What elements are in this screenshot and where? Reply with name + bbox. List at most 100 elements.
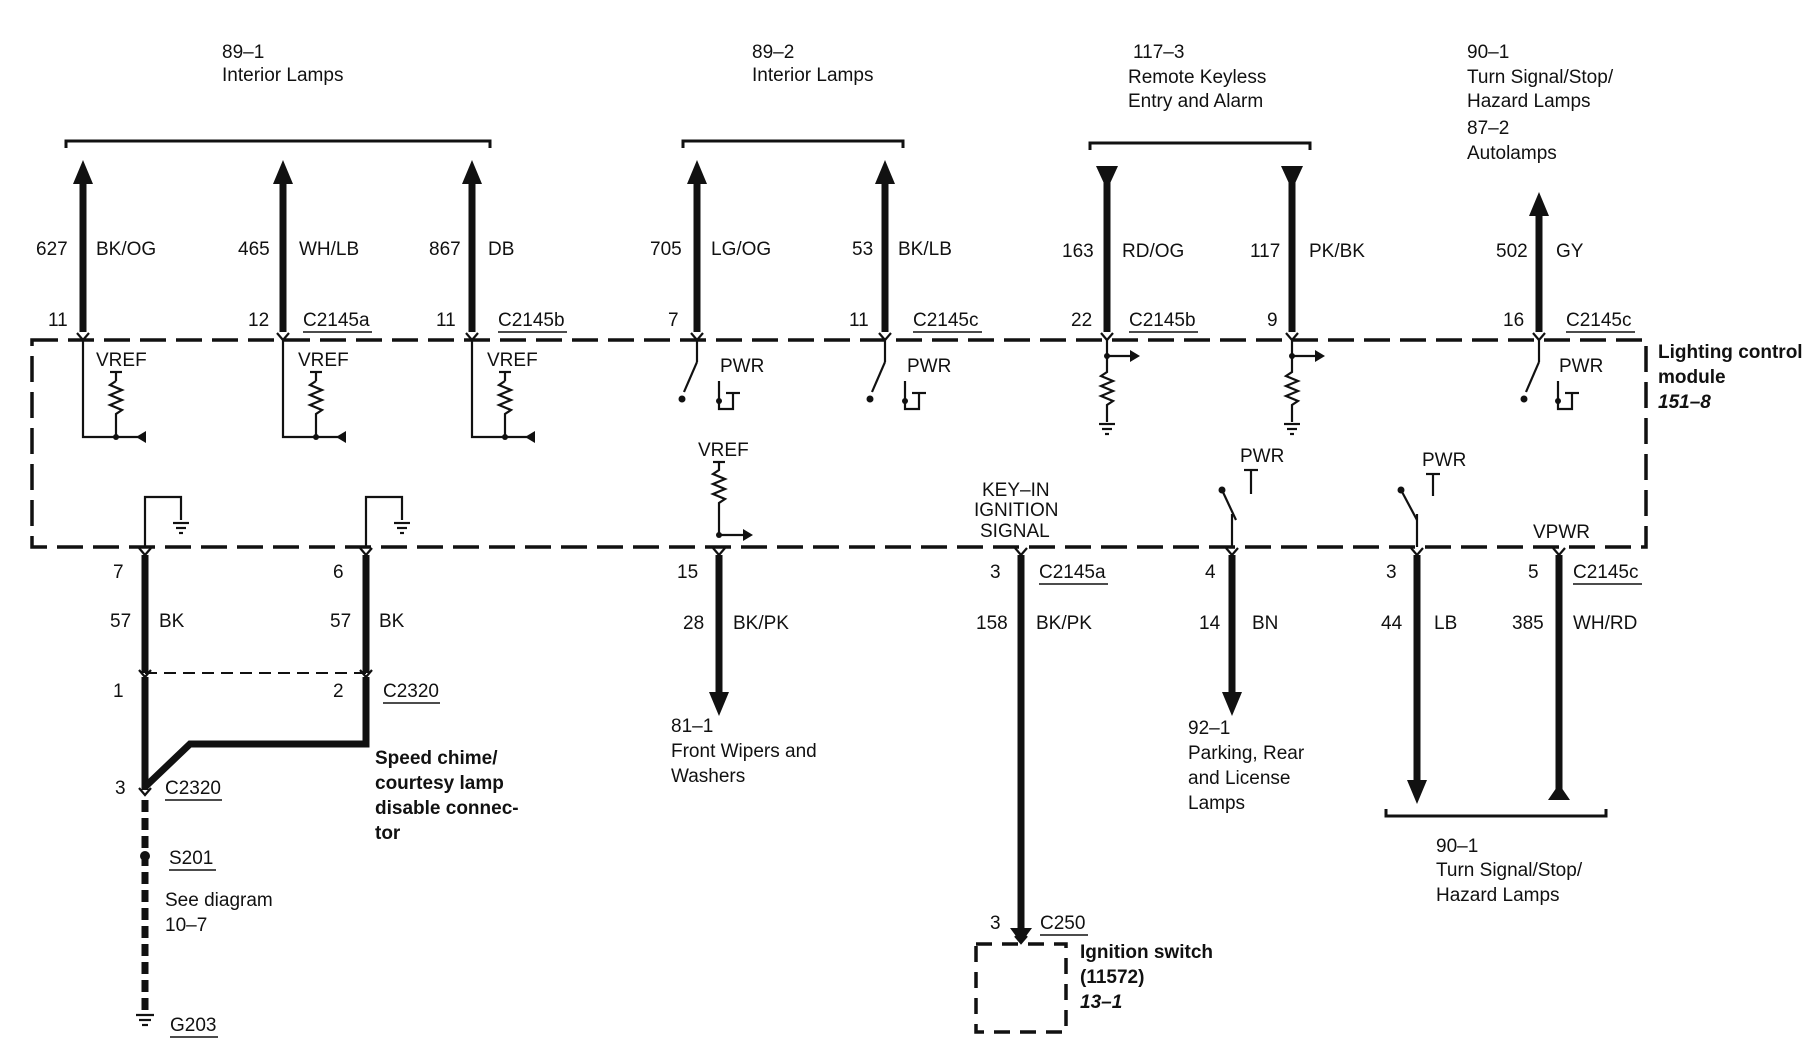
connector-id: C2145a xyxy=(303,310,370,331)
destination-keyless-entry: 117–3 Remote Keyless Entry and Alarm xyxy=(1088,42,1312,150)
pin-number: 6 xyxy=(333,562,344,583)
ground-id: G203 xyxy=(170,1015,216,1036)
vref-label: VREF xyxy=(96,350,147,371)
switch-blade xyxy=(1400,489,1418,521)
ignition-switch-page-ref: 13–1 xyxy=(1080,992,1122,1013)
pin-marker xyxy=(1100,332,1114,342)
circuit-number: 465 xyxy=(238,239,270,260)
pwr-label: PWR xyxy=(1422,450,1466,471)
key-in-label: KEY–IN IGNITION SIGNAL xyxy=(974,480,1058,542)
see-diagram: 10–7 xyxy=(165,915,207,936)
circuit-number: 14 xyxy=(1199,613,1221,634)
circuit-number: 158 xyxy=(976,613,1008,634)
destination-name: Parking, Rear xyxy=(1188,743,1305,764)
arrow-up-icon xyxy=(1529,192,1549,216)
connector-id: C2320 xyxy=(383,681,439,702)
wire-color: BN xyxy=(1252,613,1278,634)
arrow-in-icon xyxy=(1548,784,1570,800)
ignition-switch-name: Ignition switch xyxy=(1080,942,1213,963)
ground-path: S201 See diagram 10–7 G203 xyxy=(136,800,273,1038)
internal-line xyxy=(81,340,145,439)
circuit-number: 57 xyxy=(110,611,131,632)
circuit-number: 57 xyxy=(330,611,351,632)
pin-number: 7 xyxy=(113,562,124,583)
destination-interior-lamps-1: 89–1 Interior Lamps xyxy=(64,42,492,148)
pin-number: 4 xyxy=(1205,562,1216,583)
internal-line xyxy=(364,495,404,547)
vref-label: VREF xyxy=(698,440,749,461)
destination-name: Autolamps xyxy=(1467,143,1557,164)
destination-name: Washers xyxy=(671,766,745,787)
arrow-down-icon xyxy=(1407,780,1427,804)
key-in-line: SIGNAL xyxy=(980,521,1050,542)
destination-ref: 90–1 xyxy=(1436,836,1478,857)
circuit-14: 4 14 BN xyxy=(1199,555,1278,716)
switch-contact xyxy=(866,395,874,403)
pwr-switch-44: PWR xyxy=(1397,450,1466,547)
switch-blade xyxy=(870,361,887,393)
pulldown-117 xyxy=(1283,340,1325,436)
bracket xyxy=(1384,809,1608,818)
pin-number: 3 xyxy=(115,778,126,799)
wire-color: WH/LB xyxy=(299,239,359,260)
arrow-down-icon xyxy=(1222,692,1242,716)
junction-dot xyxy=(1289,353,1295,359)
module-page-ref: 151–8 xyxy=(1658,392,1711,413)
destination-ref: 117–3 xyxy=(1133,42,1184,63)
circuit-53: 53 BK/LB 11 C2145c xyxy=(849,160,982,333)
destination-ref: 89–2 xyxy=(752,42,794,63)
connector-id: C250 xyxy=(1040,913,1085,934)
connector-name: Speed chime/ xyxy=(375,748,498,769)
module-boundary xyxy=(30,338,1648,549)
connector-id: C2145a xyxy=(1039,562,1106,583)
switch-contact xyxy=(1520,395,1528,403)
circuit-number: 502 xyxy=(1496,241,1528,262)
circuit-502: 502 GY 16 C2145c xyxy=(1496,192,1635,333)
pin-number: 11 xyxy=(436,310,456,331)
internal-line xyxy=(281,340,345,439)
wire-color: BK/PK xyxy=(733,613,789,634)
resistor-icon xyxy=(107,372,125,437)
destination-ref: 87–2 xyxy=(1467,118,1509,139)
switch-blade xyxy=(682,361,699,393)
pin-marker xyxy=(1225,547,1239,557)
ignition-switch: 3 C250 Ignition switch (11572) 13–1 xyxy=(974,913,1213,1034)
pin-number: 16 xyxy=(1503,310,1524,331)
pin-marker xyxy=(1532,332,1546,342)
connector-name: disable connec- xyxy=(375,798,519,819)
input-arrow-icon xyxy=(1315,350,1325,362)
junction-dot xyxy=(502,434,508,440)
pin-marker xyxy=(138,787,152,797)
ignition-switch-name: (11572) xyxy=(1080,967,1144,988)
vref-label: VREF xyxy=(487,350,538,371)
destination-ref: 92–1 xyxy=(1188,718,1230,739)
circuit-705: 705 LG/OG 7 xyxy=(650,160,771,332)
junction-dot xyxy=(113,434,119,440)
circuit-117: 117 PK/BK 9 xyxy=(1250,166,1365,332)
pwr-lead xyxy=(1556,381,1574,411)
pin-marker xyxy=(1014,935,1028,945)
connector-id: C2145b xyxy=(498,310,565,331)
circuit-number: 28 xyxy=(683,613,704,634)
wire-color: BK/OG xyxy=(96,239,156,260)
bottom-pin-markers xyxy=(138,547,1566,557)
bracket xyxy=(1088,141,1312,150)
destination-parking-lamps: 92–1 Parking, Rear and License Lamps xyxy=(1188,718,1305,814)
circuit-57-pin6: 6 57 BK xyxy=(330,555,405,673)
circuit-28: 15 28 BK/PK xyxy=(677,555,789,716)
destination-name: Hazard Lamps xyxy=(1436,885,1560,906)
switch-blade xyxy=(1524,361,1541,393)
resistor-icon xyxy=(710,462,728,535)
destination-name: Interior Lamps xyxy=(222,65,343,86)
pwr-lead xyxy=(903,381,921,411)
destination-name: and License xyxy=(1188,768,1290,789)
wire-color: GY xyxy=(1556,241,1584,262)
key-in-line: IGNITION xyxy=(974,500,1058,521)
circuit-number: 53 xyxy=(852,239,873,260)
pin-number: 22 xyxy=(1071,310,1092,331)
vref-circuit-2: VREF xyxy=(281,340,349,443)
destination-name: Lamps xyxy=(1188,793,1245,814)
see-diagram: See diagram xyxy=(165,890,273,911)
pwr-label: PWR xyxy=(907,356,951,377)
circuit-465: 465 WH/LB 12 C2145a xyxy=(238,160,372,333)
